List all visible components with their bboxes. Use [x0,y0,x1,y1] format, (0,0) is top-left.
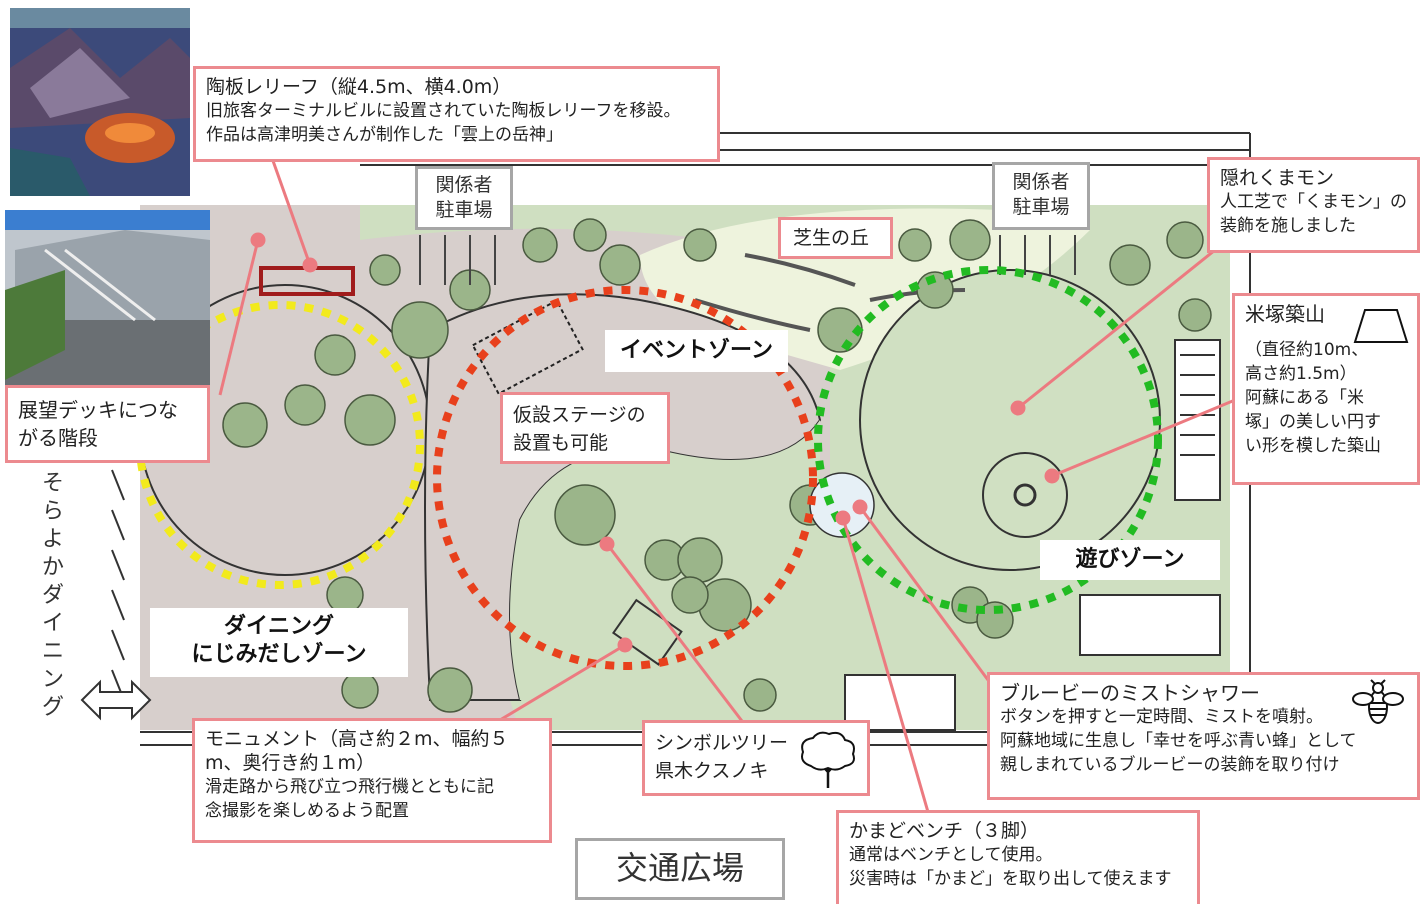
kamado-callout-title: かまどベンチ（３脚） [849,820,1040,842]
yonezuka-callout-line5: い形を模した築山 [1245,436,1381,456]
double-arrow-icon [80,679,152,721]
kamado-callout-line1: 通常はベンチとして使用。 [849,845,1053,865]
vchar: か [41,555,64,580]
stairs-callout-line2: がる階段 [18,426,98,450]
monument-callout: モニュメント（高さ約２m、幅約５ m、奥行き約１m） 滑走路から飛び立つ飛行機と… [192,718,552,843]
dining-zone-label: ダイニング にじみだしゾーン [150,608,408,677]
relief-artwork [10,8,190,196]
monument [612,598,683,666]
bluebee-callout-line2: 阿蘇地域に生息し「幸せを呼ぶ青い蜂」として [1000,731,1357,751]
tree-icon [801,731,855,788]
event-zone-label: イベントゾーン [605,330,788,372]
vchar: ン [41,667,64,692]
stairs-callout-line1: 展望デッキにつな [18,398,178,422]
mist-shower [809,472,875,538]
kumamon-callout-line2: 装飾を施しました [1220,216,1356,236]
right-stairs [844,339,1221,731]
symbol-tree-callout-line1: シンボルツリー [655,732,789,754]
monument-callout-line3: 念撮影を楽しめるよう配置 [205,801,409,821]
symbol-tree-callout-line2: 県木クスノキ [655,760,769,782]
parking-label-2: 関係者 駐車場 [992,162,1090,230]
stairs-photo [5,210,210,385]
relief-callout-line1: 旧旅客ターミナルビルに設置されていた陶板レリーフを移設。 [206,101,681,121]
hatch-left [111,469,125,701]
kumamon-callout-line1: 人工芝で「くまモン」の [1220,192,1407,212]
transport-plaza-label: 交通広場 [575,838,785,900]
kamado-callout: かまどベンチ（３脚） 通常はベンチとして使用。 災害時は「かまど」を取り出して使… [836,810,1200,904]
dining-zone-label-line1: ダイニング [223,614,334,639]
yonezuka-center [1013,483,1037,507]
bluebee-callout-title: ブルービーのミストシャワー [1000,681,1260,705]
vchar: そ [41,471,64,496]
hill-bench-2 [694,298,811,332]
vchar: グ [41,695,64,720]
parking-label-1: 関係者 駐車場 [415,166,513,230]
vchar: ダ [41,583,64,608]
kumamon-callout-title: 隠れくまモン [1220,167,1335,189]
kumamon-callout: 隠れくまモン 人工芝で「くまモン」の 装飾を施しました [1207,157,1420,253]
bluebee-callout: ブルービーのミストシャワー ボタンを押すと一定時間、ミストを噴射。 阿蘇地域に生… [987,672,1420,800]
stairs-callout: 展望デッキにつな がる階段 [5,385,210,463]
bluebee-callout-line3: 親しまれているブルービーの装飾を取り付け [1000,755,1340,775]
relief-callout-title: 陶板レリーフ（縦4.5m、横4.0m） [206,76,512,98]
yonezuka-callout: 米塚築山 （直径約10m、 高さ約1.5m） 阿蘇にある「米 塚」の美しい円す … [1232,293,1420,485]
soyoka-dining-label: そ ら よ か ダ イ ニ ン グ [38,470,68,722]
play-zone-label: 遊びゾーン [1040,540,1220,580]
temporary-stage [471,299,584,396]
play-zone-ring [814,266,1162,614]
monument-callout-line1: m、奥行き約１m） [205,752,376,774]
trees [222,218,1212,713]
event-zone-ring [433,286,817,670]
vchar: よ [41,527,64,552]
bluebee-callout-line1: ボタンを押すと一定時間、ミストを噴射。 [1000,707,1323,727]
vchar: イ [41,611,64,636]
yonezuka-callout-line4: 塚」の美しい円す [1245,412,1381,432]
dining-zone-label-line2: にじみだしゾーン [191,642,367,667]
yonezuka-plaza [859,269,1161,571]
leader-lines [218,157,1241,813]
stage-callout: 仮設ステージの 設置も可能 [500,392,670,464]
kamado-callout-line2: 災害時は「かまど」を取り出して使えます [849,869,1172,889]
parking-label-1-line2: 駐車場 [435,199,493,221]
monument-callout-line2: 滑走路から飛び立つ飛行機とともに記 [205,777,494,797]
yonezuka-callout-title: 米塚築山 [1245,302,1325,326]
vchar: ニ [41,639,64,664]
parking-label-2-line2: 駐車場 [1012,196,1070,218]
stage-callout-line1: 仮設ステージの [513,404,646,426]
relief-callout: 陶板レリーフ（縦4.5m、横4.0m） 旧旅客ターミナルビルに設置されていた陶板… [193,66,720,162]
yonezuka-mound [982,452,1068,538]
monument-callout-title: モニュメント（高さ約２m、幅約５ [205,728,509,750]
parking-label-2-line1: 関係者 [1012,171,1070,193]
vchar: ら [41,499,64,524]
stairs-picture [5,210,210,385]
hill-label: 芝生の丘 [778,217,893,259]
parking-label-1-line1: 関係者 [435,174,493,196]
yonezuka-callout-line3: 阿蘇にある「米 [1245,388,1364,408]
cone-icon [1353,309,1409,343]
yonezuka-callout-line1: （直径約10m、 [1245,340,1369,360]
symbol-tree-callout: シンボルツリー 県木クスノキ [642,720,870,796]
parking-stripes-1 [419,235,496,285]
bee-icon [1352,679,1404,724]
relief-photo [10,8,190,196]
hill-bench-1 [744,253,856,287]
yonezuka-callout-line2: 高さ約1.5m） [1245,364,1357,384]
stage-callout-line2: 設置も可能 [513,432,609,454]
relief-callout-line2: 作品は高津明美さんが制作した「雲上の岳神」 [206,125,563,145]
